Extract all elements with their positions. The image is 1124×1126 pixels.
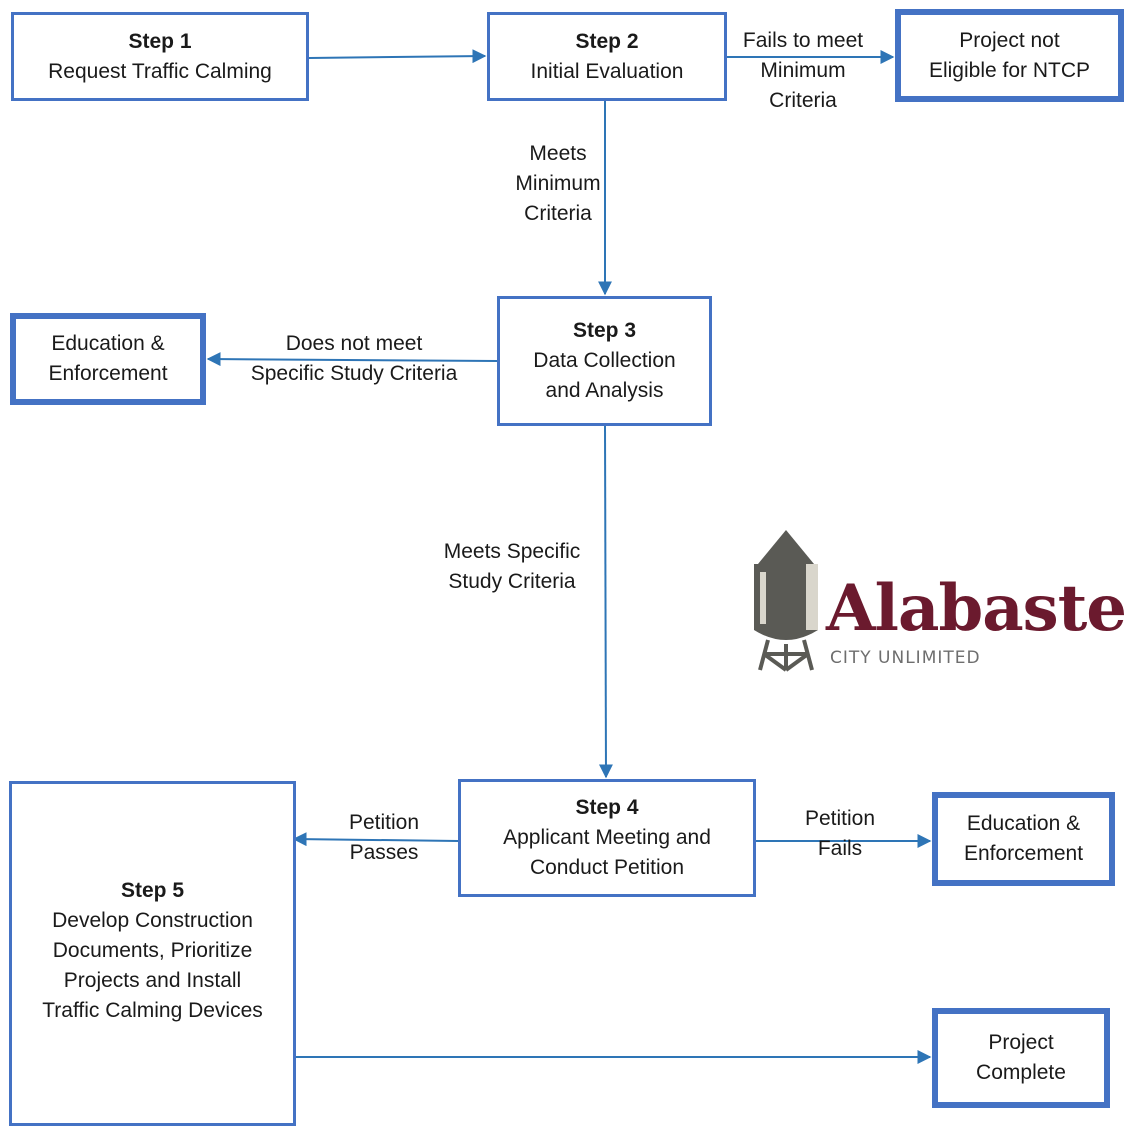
project-complete-box: Project Complete (932, 1008, 1110, 1108)
education-2-line-1: Education & (966, 812, 1081, 835)
step-5-line-1: Develop Construction (52, 909, 253, 932)
complete-line-1: Project (988, 1031, 1054, 1054)
step-1-text: Request Traffic Calming (48, 59, 272, 83)
not-eligible-line-1: Project not (959, 28, 1060, 52)
step-4-heading: Step 4 (575, 796, 639, 819)
arrow-step4-step5 (292, 832, 459, 847)
logo-tagline: CITY UNLIMITED (830, 648, 981, 668)
step-3-box: Step 3 Data Collection and Analysis (497, 296, 712, 426)
education-1-line-2: Enforcement (48, 362, 168, 385)
alabaster-logo: Alabaster CITY UNLIMITED (750, 524, 1124, 674)
water-tower-icon (754, 530, 818, 672)
step-2-text: Initial Evaluation (530, 59, 684, 83)
step-3-line-2: and Analysis (545, 379, 664, 402)
not-eligible-line-2: Eligible for NTCP (928, 58, 1091, 82)
step-5-line-2: Documents, Prioritize (52, 939, 253, 962)
education-1-line-1: Education & (51, 332, 165, 355)
step-3-heading: Step 3 (572, 319, 637, 342)
label-meets-specific: Meets Specific Study Criteria (443, 540, 581, 593)
step-5-heading: Step 5 (120, 879, 185, 902)
step-1-box: Step 1 Request Traffic Calming (11, 12, 309, 101)
arrow-step3-education (206, 352, 498, 367)
step-2-heading: Step 2 (575, 29, 639, 53)
step-5-box: Step 5 Develop Construction Documents, P… (9, 781, 296, 1126)
complete-line-2: Complete (976, 1061, 1066, 1084)
label-fails-minimum: Fails to meet Minimum Criteria (742, 29, 864, 112)
step-4-line-1: Applicant Meeting and (503, 826, 711, 849)
step-4-box: Step 4 Applicant Meeting and Conduct Pet… (458, 779, 756, 897)
step-3-line-1: Data Collection (533, 349, 676, 372)
education-enforcement-box-2: Education & Enforcement (932, 792, 1115, 886)
step-5-line-3: Projects and Install (63, 969, 242, 992)
step-1-heading: Step 1 (128, 29, 192, 53)
education-2-line-2: Enforcement (963, 842, 1084, 865)
label-meets-minimum: Meets Minimum Criteria (515, 142, 601, 225)
label-petition-passes: Petition Passes (348, 811, 420, 864)
not-eligible-box: Project not Eligible for NTCP (895, 9, 1124, 102)
step-4-line-2: Conduct Petition (529, 856, 685, 879)
arrow-step1-step2 (308, 49, 487, 64)
education-enforcement-box-1: Education & Enforcement (10, 313, 206, 405)
arrow-step3-step4 (598, 425, 613, 779)
logo-wordmark: Alabaster (826, 571, 1124, 646)
label-does-not-meet-specific: Does not meet Specific Study Criteria (250, 332, 458, 385)
label-petition-fails: Petition Fails (804, 807, 876, 860)
step-5-line-4: Traffic Calming Devices (42, 999, 263, 1022)
step-2-box: Step 2 Initial Evaluation (487, 12, 727, 101)
